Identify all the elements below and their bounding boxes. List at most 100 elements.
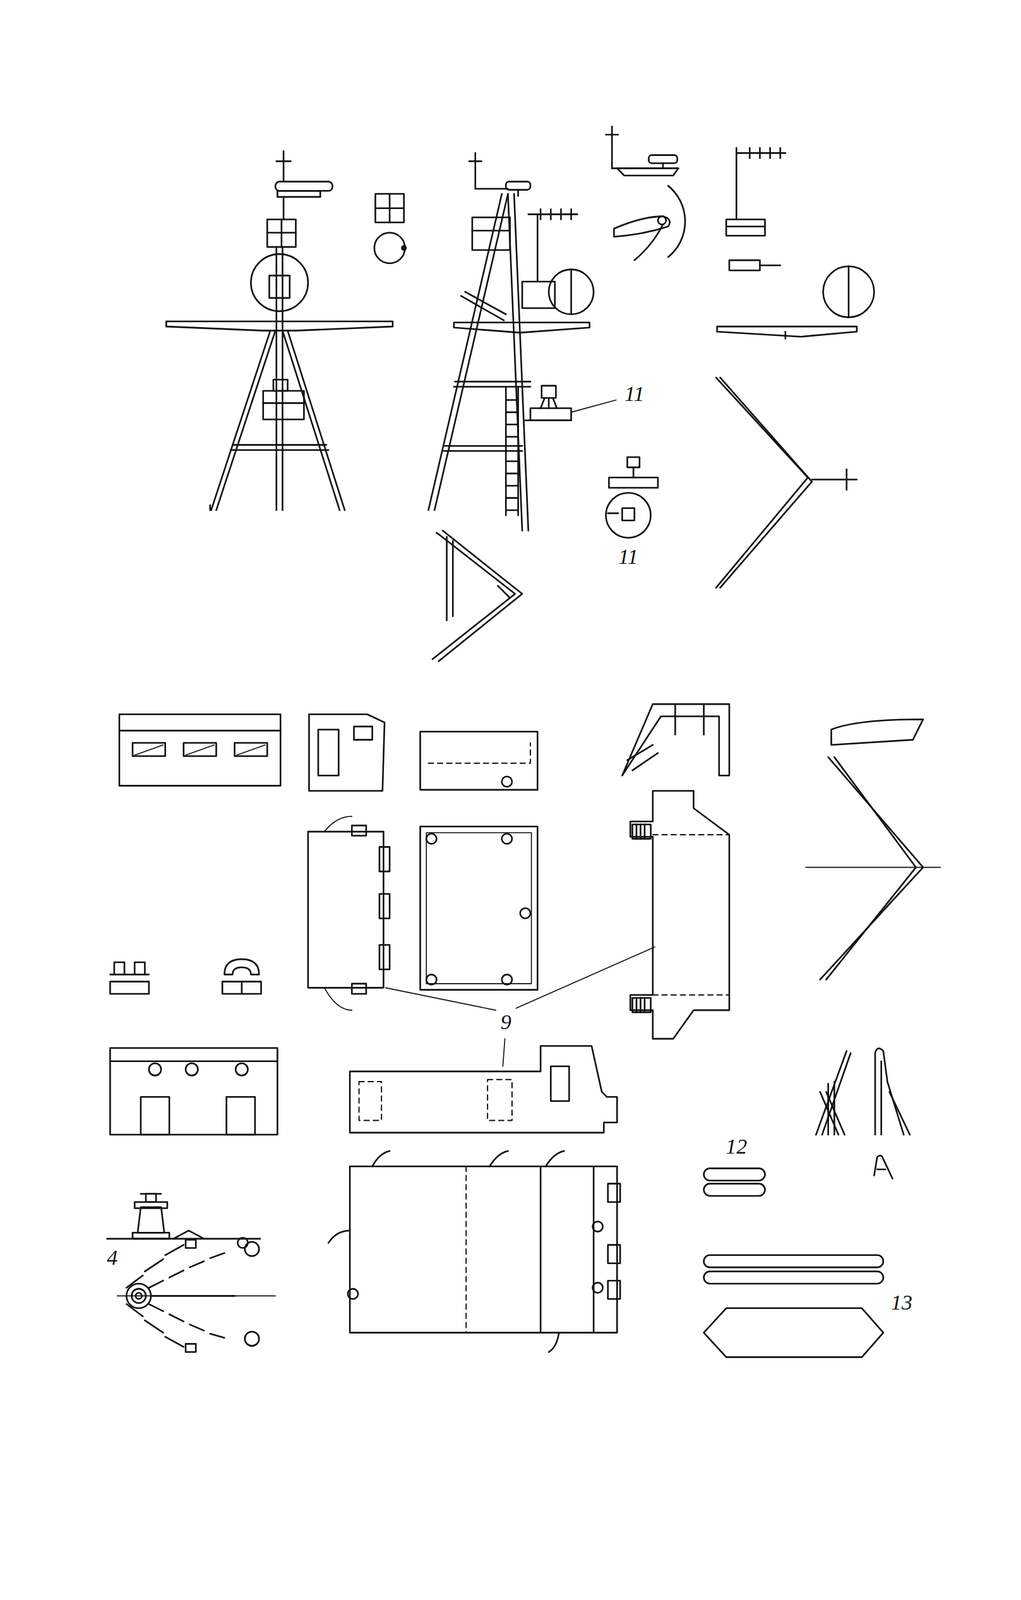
radar-platform-part-stroke (606, 133, 619, 136)
deck-plate-stroke (426, 833, 437, 844)
capstan-and-chains-stroke (237, 1237, 248, 1248)
tripod-mast-front-stroke (287, 330, 345, 511)
superstructure-side-stroke (359, 1081, 383, 1121)
tripod-leg-plan-stroke (719, 377, 812, 588)
bridge-deck-plan-stroke (644, 824, 646, 840)
deckhouse-side-wall-stroke (140, 1096, 170, 1135)
bridge-front-wall-stroke (119, 729, 281, 732)
tripod-leg-plan-stroke (812, 478, 857, 481)
leader-lines-9-stroke (502, 1038, 505, 1067)
tripod-mast-front-stroke (263, 402, 305, 405)
capstan-and-chains-stroke (173, 1230, 204, 1239)
callout-number: 12 (722, 1134, 750, 1159)
bridge-front-wall-stroke (134, 745, 163, 756)
antenna-and-platform-part-stroke (726, 225, 765, 228)
antenna-and-platform-part-stroke (847, 266, 850, 318)
bollard-and-fairlead-stroke (109, 962, 149, 975)
radar-platform-part-stroke (648, 155, 677, 164)
deck-plate-stroke (501, 974, 513, 985)
antenna-and-platform-part-stroke (769, 147, 771, 158)
radar-platform-part-stroke (668, 185, 686, 257)
radar-platform-part-stroke (657, 216, 667, 225)
rail-stanchions-stroke (815, 1051, 847, 1136)
antenna-and-platform-part-stroke (729, 260, 760, 271)
tripod-mast-side-stroke (517, 387, 520, 516)
v-strut-stroke (497, 585, 510, 598)
bridge-deck-plan-stroke (644, 998, 646, 1013)
capstan-and-chains-stroke (107, 1238, 261, 1241)
radar-platform-part-stroke (611, 126, 614, 168)
bridge-wing-part-stroke (632, 753, 658, 771)
deck-plan-stroke (465, 1166, 467, 1333)
tripod-mast-side-stroke (475, 188, 509, 191)
superstructure-side (349, 1045, 617, 1133)
rail-stanchions (815, 1048, 910, 1179)
tripod-mast-side-stroke (465, 291, 507, 315)
radar-platform-part (606, 126, 686, 261)
deckhouse-side-wall (109, 1048, 278, 1135)
tripod-mast-front-stroke (267, 219, 296, 247)
deck-plate-stroke (426, 974, 437, 985)
bridge-front-wall (119, 714, 281, 786)
deck-plate-stroke (520, 907, 531, 919)
bollard-and-fairlead-stroke (222, 981, 261, 994)
bridge-deck-plan-stroke (652, 994, 730, 996)
life-rafts-and-boat-stroke (704, 1308, 884, 1358)
antenna-and-platform-part-stroke (823, 266, 875, 318)
bridge-front-wall-stroke (183, 743, 217, 757)
tripod-mast-side-stroke (505, 484, 518, 487)
life-rafts-and-boat (704, 1168, 884, 1357)
tripod-mast-front-stroke (281, 246, 284, 511)
tripod-mast-side-stroke (548, 269, 594, 315)
bridge-side-wall-stroke (318, 729, 339, 776)
bridge-deck-plan-stroke (630, 790, 730, 1039)
tripod-leg-plan-stroke (716, 377, 808, 588)
rail-stanchions-stroke (873, 1155, 893, 1179)
capstan-and-chains-stroke (149, 1253, 225, 1289)
capstan-and-chains-stroke (244, 1241, 260, 1257)
tripod-mast-side-stroke (505, 181, 531, 191)
deck-plan-stroke (372, 1151, 390, 1167)
capstan-and-chains-stroke (126, 1245, 184, 1289)
tripod-mast-side-stroke (505, 509, 518, 512)
bridge-wing-part (621, 704, 730, 776)
deckhouse-plan-stroke (324, 816, 353, 832)
tripod-mast-side-stroke (453, 385, 531, 388)
deck-plan-stroke (592, 1221, 604, 1232)
callout-number: 11 (615, 544, 641, 569)
bridge-front-wall-stroke (119, 714, 281, 786)
deck-plan-stroke (592, 1282, 604, 1293)
tripod-mast-front-stroke (210, 330, 271, 511)
antenna-and-platform-part-stroke (748, 147, 751, 158)
tripod-mast-front-stroke (282, 197, 285, 220)
tripod-mast-front-stroke (275, 246, 278, 511)
deckhouse-side-wall-stroke (235, 1063, 248, 1076)
radar-platform-part-stroke (616, 168, 679, 176)
deck-plan-stroke (608, 1183, 621, 1203)
bridge-side-wall (308, 714, 385, 791)
deck-plan-stroke (347, 1288, 359, 1299)
tripod-mast-side-stroke (472, 229, 511, 232)
wedge-and-v-bracket-stroke (805, 866, 941, 869)
antenna-and-platform-part-stroke (736, 152, 786, 155)
bollard-and-fairlead (109, 959, 261, 994)
callout-number: 13 (888, 1290, 915, 1315)
tripod-mast-side-stroke (505, 472, 518, 475)
deck-plan-stroke (349, 1166, 617, 1333)
tripod-mast-side-stroke (444, 445, 523, 448)
bridge-side-wall-stroke (308, 714, 385, 791)
antenna-and-platform-part-stroke (779, 147, 782, 158)
life-rafts-and-boat-stroke (704, 1271, 884, 1284)
deck-plan-stroke (548, 1332, 559, 1353)
antenna-and-platform-part-stroke (726, 219, 765, 236)
bridge-deck-plan-stroke (635, 998, 638, 1013)
tripod-mast-side-stroke (428, 193, 502, 511)
capstan-and-chains-stroke (126, 1303, 184, 1347)
deckhouse-plan-stroke (351, 983, 367, 994)
deck-plate-stroke (426, 832, 532, 984)
tripod-mast-side-stroke (474, 152, 477, 189)
capstan-and-chains-stroke (185, 1343, 196, 1352)
deckhouse-plan-stroke (379, 846, 390, 872)
deck-plan-stroke (592, 1166, 595, 1333)
searchlight-platform-stroke (608, 512, 619, 515)
